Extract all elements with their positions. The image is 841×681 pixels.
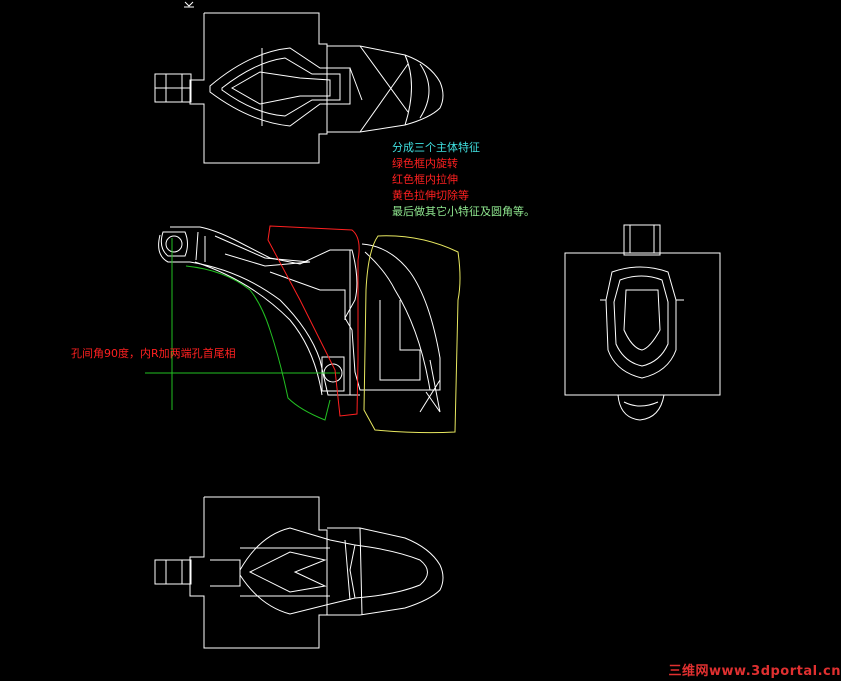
bottom-view <box>154 496 444 649</box>
green-revolve-outline <box>185 265 331 421</box>
annotation-line-3: 红色框内拉伸 <box>392 173 458 186</box>
hole-angle-note: 孔间角90度，内R加两端孔首尾相 <box>71 347 236 360</box>
front-view <box>158 226 441 413</box>
side-view <box>564 224 721 421</box>
top-view <box>154 12 444 164</box>
site-watermark: 三维网www.3dportal.cn <box>668 664 841 679</box>
yellow-cut-outline <box>363 235 461 434</box>
centerlines <box>145 238 340 410</box>
annotation-line-1: 分成三个主体特征 <box>392 141 480 154</box>
annotation-line-2: 绿色框内旋转 <box>392 157 458 170</box>
red-extrude-outline <box>267 225 360 417</box>
top-marker <box>184 1 194 8</box>
annotation-line-4: 黄色拉伸切除等 <box>392 189 469 202</box>
annotation-line-5: 最后做其它小特征及圆角等。 <box>392 205 535 218</box>
